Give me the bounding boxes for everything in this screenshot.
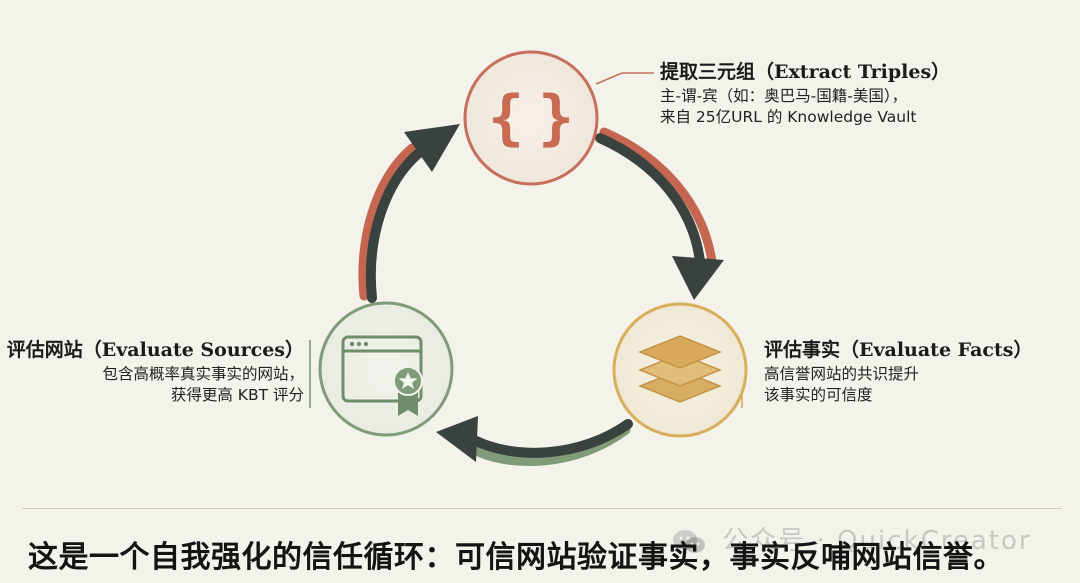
node-evaluate-sources bbox=[318, 301, 454, 437]
browser-badge-icon bbox=[341, 335, 423, 416]
evaluate-facts-desc-line1: 高信誉网站的共识提升 bbox=[764, 364, 920, 383]
conclusion-text: 这是一个自我强化的信任循环：可信网站验证事实，事实反哺网站信誉。 bbox=[28, 540, 1004, 575]
stacked-layers-icon bbox=[637, 335, 723, 403]
evaluate-sources-label: 评估网站（Evaluate Sources） 包含高概率真实事实的网站， 获得更… bbox=[7, 338, 304, 405]
wechat-icon bbox=[673, 529, 705, 553]
evaluate-facts-title: 评估事实（Evaluate Facts） bbox=[764, 339, 1033, 361]
watermark: 公众号 · QuickCreator bbox=[672, 520, 1032, 557]
extract-triples-desc-line2: 来自 25亿URL 的 Knowledge Vault bbox=[660, 107, 917, 126]
node-evaluate-facts bbox=[612, 302, 748, 438]
arrow-facts-to-sources bbox=[436, 416, 633, 466]
svg-text:}: } bbox=[538, 83, 574, 153]
evaluate-sources-desc-line2: 获得更高 KBT 评分 bbox=[170, 385, 304, 404]
arrow-sources-to-extract bbox=[358, 124, 460, 303]
arrow-extract-to-facts bbox=[595, 127, 724, 300]
node-extract-triples: { } bbox=[463, 50, 599, 186]
evaluate-sources-desc-line1: 包含高概率真实事实的网站， bbox=[102, 364, 304, 383]
extract-triples-desc-line1: 主-谓-宾（如：奥巴马-国籍-美国）， bbox=[660, 86, 908, 105]
curly-braces-icon: { } bbox=[488, 83, 574, 153]
extract-leader-line bbox=[595, 72, 654, 85]
evaluate-facts-label: 评估事实（Evaluate Facts） 高信誉网站的共识提升 该事实的可信度 bbox=[764, 338, 1032, 405]
divider bbox=[22, 508, 1062, 509]
evaluate-sources-title: 评估网站（Evaluate Sources） bbox=[6, 339, 304, 361]
evaluate-facts-desc-line2: 该事实的可信度 bbox=[764, 385, 873, 404]
watermark-text: 公众号 · QuickCreator bbox=[722, 526, 1032, 556]
extract-triples-label: 提取三元组（Extract Triples） 主-谓-宾（如：奥巴马-国籍-美国… bbox=[660, 60, 950, 127]
svg-text:{: { bbox=[488, 83, 524, 153]
extract-triples-title: 提取三元组（Extract Triples） bbox=[660, 61, 951, 83]
